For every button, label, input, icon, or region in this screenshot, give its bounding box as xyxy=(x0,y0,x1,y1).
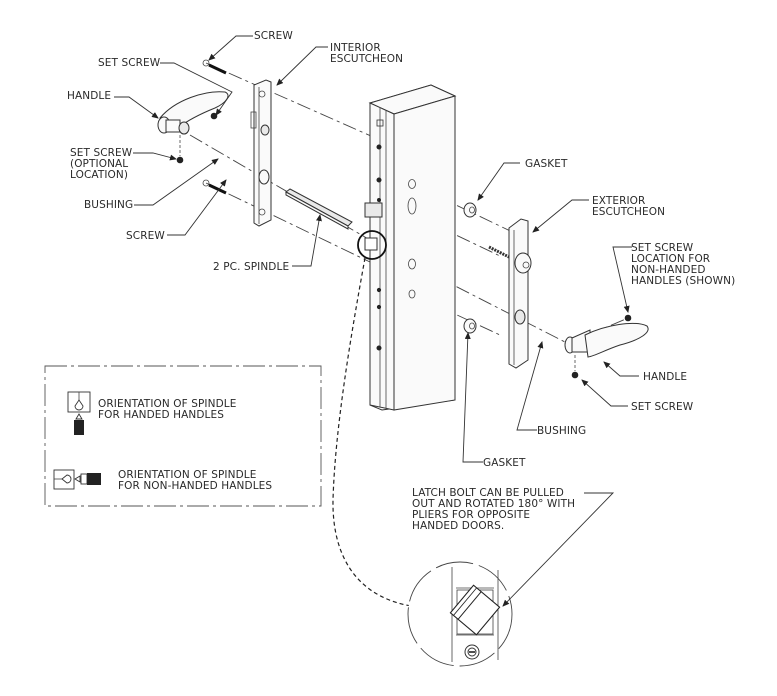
label-exterior-escutcheon-2: ESCUTCHEON xyxy=(592,206,665,218)
label-bushing-left: BUSHING xyxy=(84,199,133,211)
label-set-screw-optional-3: LOCATION) xyxy=(70,169,128,181)
label-interior-escutcheon-2: ESCUTCHEON xyxy=(330,53,403,65)
latch-note-line4: HANDED DOORS. xyxy=(412,520,504,532)
latch-detail-marker xyxy=(357,230,387,260)
legend-handed-line2: FOR HANDED HANDLES xyxy=(98,409,224,421)
interior-handle xyxy=(157,91,229,135)
label-non-handed-3: NON-HANDED xyxy=(631,264,706,276)
label-exterior-escutcheon-1: EXTERIOR xyxy=(592,195,645,207)
label-screw-top: SCREW xyxy=(254,30,293,42)
interior-escutcheon xyxy=(250,79,272,227)
legend-handed-line1: ORIENTATION OF SPINDLE xyxy=(98,398,236,410)
label-interior-escutcheon-1: INTERIOR xyxy=(330,42,381,54)
latch-note-line2: OUT AND ROTATED 180° WITH xyxy=(412,498,575,510)
label-handle-right: HANDLE xyxy=(643,371,687,383)
leader-lines xyxy=(114,35,639,463)
latch-note: LATCH BOLT CAN BE PULLED OUT AND ROTATED… xyxy=(412,487,615,607)
label-set-screw-optional-2: (OPTIONAL xyxy=(70,158,128,170)
legend-non-handed-line1: ORIENTATION OF SPINDLE xyxy=(118,469,256,481)
callout-labels: SCREW INTERIOR ESCUTCHEON SET SCREW HAND… xyxy=(67,30,735,469)
latch-bolt-detail xyxy=(407,561,513,667)
label-set-screw-optional-1: SET SCREW xyxy=(70,147,133,159)
label-spindle: 2 PC. SPINDLE xyxy=(213,261,289,273)
latch-note-line3: PLIERS FOR OPPOSITE xyxy=(412,509,530,521)
exterior-handle xyxy=(564,314,649,379)
non-handed-spindle-icon xyxy=(53,469,101,490)
latch-note-line1: LATCH BOLT CAN BE PULLED xyxy=(412,487,564,499)
label-non-handed-1: SET SCREW xyxy=(631,242,694,254)
gaskets xyxy=(463,202,477,334)
label-handle-left: HANDLE xyxy=(67,90,111,102)
detail-curve-arrow xyxy=(332,257,419,610)
label-bushing-right: BUSHING xyxy=(537,425,586,437)
label-gasket-top: GASKET xyxy=(525,158,568,170)
hardware-screws xyxy=(176,59,227,195)
label-non-handed-2: LOCATION FOR xyxy=(631,253,710,265)
label-gasket-bottom: GASKET xyxy=(483,457,526,469)
label-set-screw-right: SET SCREW xyxy=(631,401,694,413)
door-slab xyxy=(364,84,457,411)
spindle-orientation-legend: ORIENTATION OF SPINDLE FOR HANDED HANDLE… xyxy=(44,365,322,507)
label-set-screw-top: SET SCREW xyxy=(98,57,161,69)
legend-non-handed-line2: FOR NON-HANDED HANDLES xyxy=(118,480,272,492)
label-non-handed-4: HANDLES (SHOWN) xyxy=(631,275,735,287)
handed-spindle-icon xyxy=(67,391,91,435)
exterior-escutcheon xyxy=(488,218,532,369)
spindle xyxy=(285,188,353,230)
label-screw-bottom: SCREW xyxy=(126,230,165,242)
